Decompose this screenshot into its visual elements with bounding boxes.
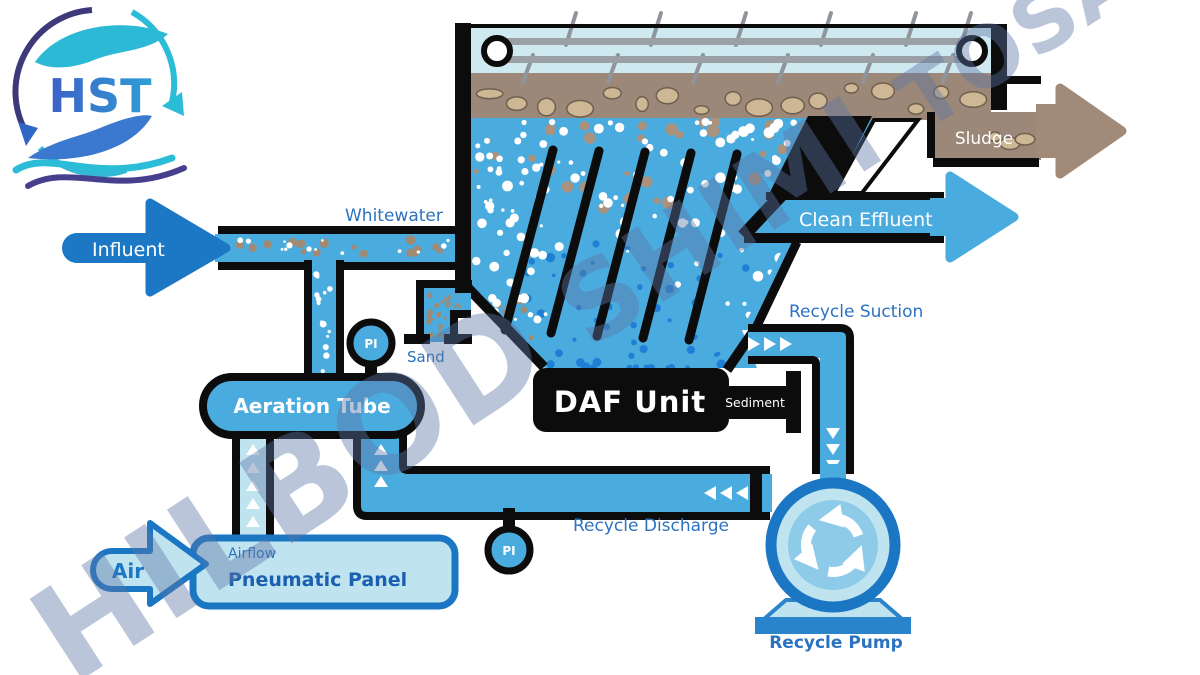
sludge-outlet-channel (927, 76, 1127, 179)
pump-base-bar (755, 617, 911, 634)
logo-wave-1 (12, 154, 176, 174)
pump-rotation-icon (793, 504, 865, 578)
clean-effluent-arrow-icon (945, 171, 1019, 263)
lamella-plates (500, 145, 742, 345)
recycle-suction-label: Recycle Suction (789, 302, 923, 322)
scraper-wheel-left-icon (481, 35, 513, 67)
sand-label: Sand (407, 348, 445, 366)
logo-wave-2 (25, 165, 187, 189)
tank-surface-band (471, 28, 991, 75)
recycle-discharge-line: Recycle Discharge PI (353, 433, 772, 575)
pump-flange (750, 466, 762, 516)
tank-top-edge (455, 24, 1007, 28)
air-bubbles-inlet (474, 137, 547, 324)
recycle-pump: Recycle Pump (755, 464, 911, 653)
aeration-tube (199, 373, 425, 439)
whitewater-line: Influent Whitewater (62, 23, 471, 382)
pi-top-label: PI (364, 337, 377, 351)
hst-logo: HST (12, 7, 187, 189)
flow-arrows-left-icon (704, 486, 748, 500)
pneumatic-panel-label: Pneumatic Panel (228, 569, 407, 591)
tank-left-wall (455, 23, 471, 293)
influent-pipe (62, 233, 162, 263)
tank-right-inner-wall (738, 121, 851, 241)
whitewater-label: Whitewater (345, 206, 443, 226)
pressure-indicator-gauge-top (346, 318, 396, 368)
logo-swoosh-top (35, 25, 168, 68)
airflow-arrows-up-icon (246, 444, 260, 527)
logo-arrowhead-down-icon (18, 122, 38, 146)
recycle-suction-line: Recycle Suction (748, 302, 923, 474)
daf-unit-box (533, 368, 729, 432)
daf-unit-label: DAF Unit (554, 385, 706, 419)
recycle-discharge-label: Recycle Discharge (573, 516, 729, 536)
recycle-pump-label: Recycle Pump (769, 633, 903, 653)
scraper-rail-bottom (492, 56, 976, 63)
whitewater-solids (235, 235, 444, 258)
pneumatic-panel-group: Airflow Pneumatic Panel Air (90, 520, 459, 610)
pi-bottom-label: PI (502, 544, 515, 558)
logo-swoosh-bottom (28, 115, 152, 160)
suction-pocket-edge (750, 240, 802, 332)
logo-text: HST (48, 69, 152, 123)
aeration-system: PI Aeration Tube (199, 318, 425, 542)
scraper-ticks (521, 11, 973, 84)
airflow-label: Airflow (228, 546, 276, 562)
flow-arrows-right-icon (748, 337, 792, 351)
aeration-tube-label: Aeration Tube (233, 394, 390, 418)
sediment-drain (723, 386, 789, 419)
influent-arrow-icon (145, 198, 231, 297)
logo-arrowhead-up-icon (162, 92, 184, 116)
tank-right-wall (991, 24, 1007, 110)
funnel-left-slope (463, 283, 548, 371)
sand-trap: Sand (404, 280, 472, 366)
sludge-blobs (475, 82, 1036, 151)
sediment-label: Sediment (725, 395, 785, 410)
air-label: Air (112, 559, 144, 583)
sludge-arrow-icon (1055, 83, 1127, 179)
downcomer-bubbles (313, 271, 333, 374)
logo-arc-right (130, 9, 178, 103)
daf-unit-group: DAF Unit Sediment (533, 368, 801, 433)
daf-tank (455, 11, 1127, 373)
flow-arrows-up-icon (374, 444, 388, 487)
sediment-drain-cap (786, 371, 801, 433)
sludge-label: Sludge (955, 129, 1013, 149)
scraper-wheel-right-icon (956, 35, 988, 67)
scraper-rail-top (492, 38, 976, 45)
clean-effluent-line: Clean Effluent Sludge (738, 121, 1019, 332)
influent-label: Influent (92, 239, 165, 261)
pressure-indicator-gauge-bottom (484, 525, 534, 575)
clean-effluent-label: Clean Effluent (799, 209, 933, 231)
logo-arc-left (12, 7, 93, 134)
air-arrow-icon (90, 520, 209, 607)
